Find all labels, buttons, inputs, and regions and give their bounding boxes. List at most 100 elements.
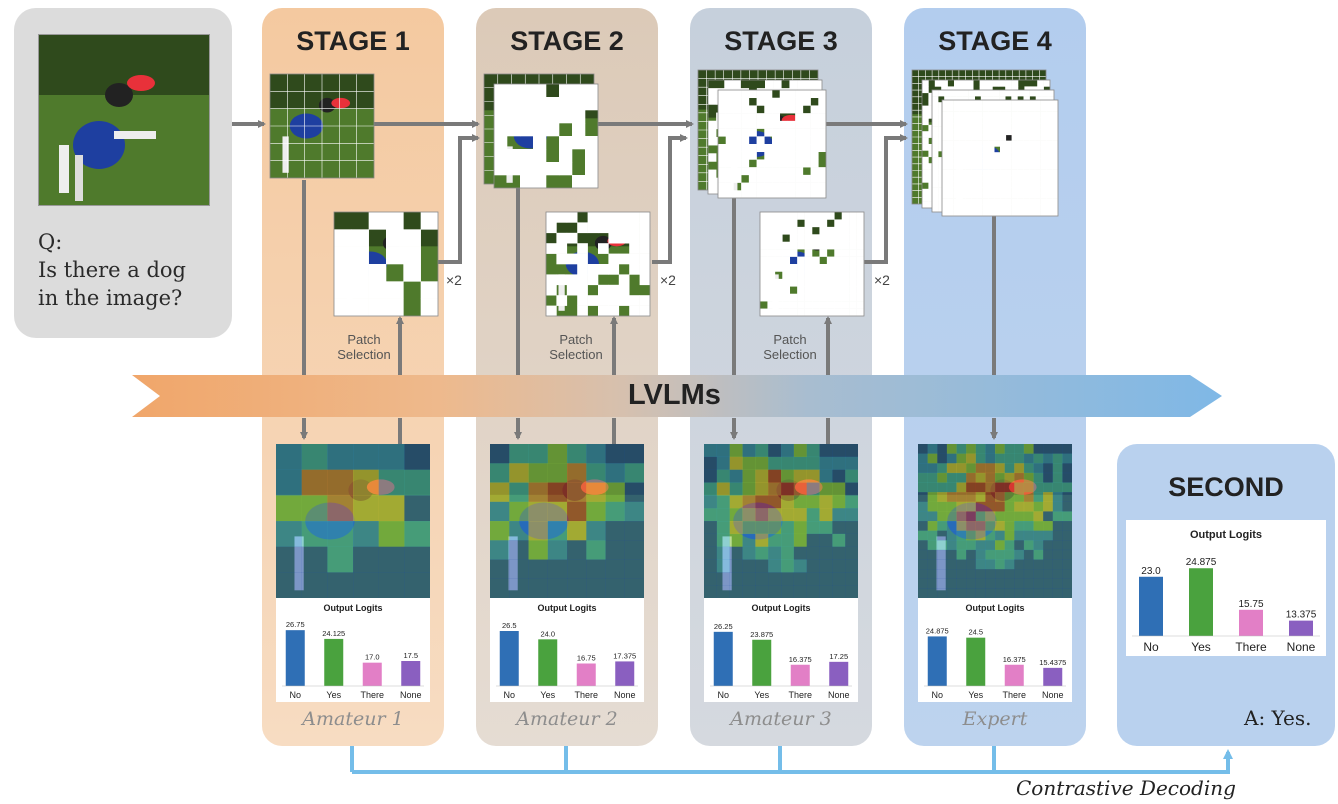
bar-no <box>1139 576 1163 636</box>
question-prefix: Q: <box>38 230 63 254</box>
chart-title: Output Logits <box>1190 529 1262 541</box>
bar-value-label: 24.875 <box>1186 557 1217 568</box>
chart-title: Output Logits <box>538 603 597 613</box>
bar-value-label: 15.4375 <box>1039 658 1066 667</box>
repeat-label-2: ×2 <box>660 272 676 288</box>
bar-value-label: 13.375 <box>1286 610 1317 621</box>
bar-there <box>1239 609 1263 636</box>
dog-photo-icon <box>39 35 209 205</box>
stage-4-patches <box>911 69 1059 217</box>
stage-1-title: STAGE 1 <box>296 26 410 56</box>
second-title: SECOND <box>1168 472 1284 502</box>
caption-amateur-1: Amateur 1 <box>302 708 404 730</box>
bar-there <box>576 663 596 686</box>
bar-yes <box>752 639 772 686</box>
attention-heatmap-2 <box>490 444 644 598</box>
bar-there <box>362 662 382 686</box>
chevron-banner-icon <box>132 375 1222 417</box>
bar-none <box>829 661 849 686</box>
stage-2-title: STAGE 2 <box>510 26 624 56</box>
chart-title: Output Logits <box>324 603 383 613</box>
category-label: Yes <box>968 690 983 700</box>
lvlm-label: LVLMs <box>628 379 721 411</box>
category-label: None <box>614 690 636 700</box>
chart-title: Output Logits <box>966 603 1025 613</box>
patch-selection-label-2: Patch Selection <box>549 332 603 362</box>
stage-4-title: STAGE 4 <box>938 26 1052 56</box>
category-label: None <box>1287 640 1316 654</box>
category-label: Yes <box>326 690 341 700</box>
category-label: There <box>1235 640 1267 654</box>
bar-value-label: 24.125 <box>322 629 345 638</box>
category-label: None <box>1042 690 1064 700</box>
category-label: No <box>931 690 943 700</box>
category-label: No <box>503 690 515 700</box>
input-image <box>38 34 210 206</box>
attention-heatmap-3 <box>704 444 858 598</box>
category-label: There <box>574 690 598 700</box>
patch-selection-label-1: Patch Selection <box>337 332 391 362</box>
category-label: There <box>1002 690 1026 700</box>
bar-no <box>285 630 305 686</box>
attention-heatmap-1 <box>276 444 430 598</box>
category-label: There <box>360 690 384 700</box>
bar-no <box>927 636 947 686</box>
stage-3-patches <box>697 69 865 317</box>
bar-yes <box>324 638 344 686</box>
bar-yes <box>1189 568 1213 636</box>
bar-value-label: 16.375 <box>1003 655 1026 664</box>
bar-value-label: 26.75 <box>286 620 305 629</box>
bar-yes <box>966 637 986 686</box>
bar-value-label: 26.5 <box>502 621 517 630</box>
bar-value-label: 16.375 <box>789 655 812 664</box>
category-label: No <box>289 690 301 700</box>
repeat-label-3: ×2 <box>874 272 890 288</box>
caption-expert: Expert <box>962 708 1028 730</box>
bar-value-label: 26.25 <box>714 622 733 631</box>
bar-none <box>1043 667 1063 686</box>
bar-value-label: 15.75 <box>1238 599 1263 610</box>
repeat-label-1: ×2 <box>446 272 462 288</box>
caption-amateur-2: Amateur 2 <box>516 708 618 730</box>
bar-value-label: 23.875 <box>750 630 773 639</box>
category-label: There <box>788 690 812 700</box>
stage-1-patches <box>269 73 439 317</box>
final-answer: A: Yes. <box>1244 706 1312 730</box>
bar-value-label: 23.0 <box>1141 566 1161 577</box>
bar-there <box>1004 664 1024 686</box>
bar-there <box>790 664 810 686</box>
bar-value-label: 17.25 <box>829 652 848 661</box>
caption-amateur-3: Amateur 3 <box>730 708 832 730</box>
category-label: Yes <box>1191 640 1211 654</box>
bar-yes <box>538 639 558 686</box>
bar-none <box>1289 620 1313 636</box>
bar-no <box>499 631 519 686</box>
category-label: None <box>400 690 422 700</box>
bar-value-label: 17.0 <box>365 653 380 662</box>
attention-heatmap-expert <box>918 444 1072 598</box>
contrastive-decoding-label: Contrastive Decoding <box>1016 776 1236 800</box>
category-label: None <box>828 690 850 700</box>
stage-2-patches <box>483 73 651 317</box>
bar-value-label: 24.875 <box>926 626 949 635</box>
output-logits-chart-2: Output Logits26.5No24.0Yes16.75There17.3… <box>490 598 644 702</box>
bar-value-label: 16.75 <box>577 654 596 663</box>
bar-no <box>713 631 733 686</box>
category-label: Yes <box>540 690 555 700</box>
question-body: Is there a dog in the image? <box>38 258 187 310</box>
patch-selection-label-3: Patch Selection <box>763 332 817 362</box>
category-label: No <box>1143 640 1159 654</box>
bar-none <box>401 661 421 686</box>
bar-value-label: 24.0 <box>540 629 555 638</box>
bar-value-label: 17.5 <box>403 651 418 660</box>
chart-title: Output Logits <box>752 603 811 613</box>
stage-3-title: STAGE 3 <box>724 26 838 56</box>
category-label: No <box>717 690 729 700</box>
bar-none <box>615 661 635 686</box>
bar-value-label: 24.5 <box>968 628 983 637</box>
category-label: Yes <box>754 690 769 700</box>
